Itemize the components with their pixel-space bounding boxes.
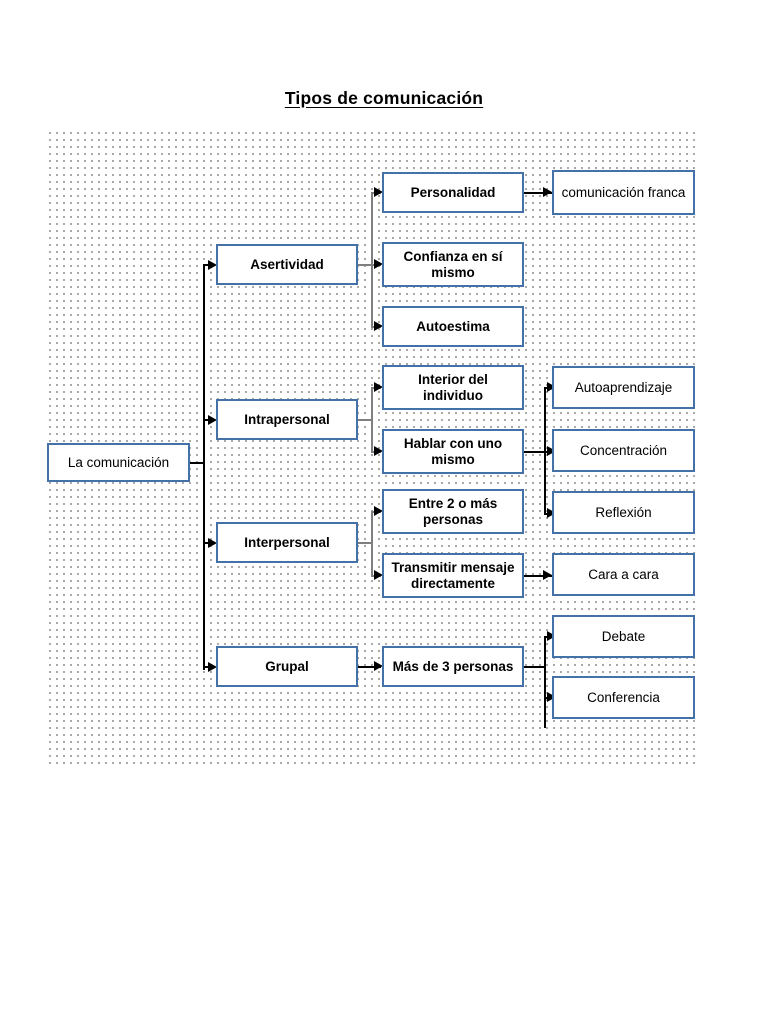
connector-grupal-to-masde3: [358, 666, 381, 668]
node-transmitir-mensaje-directamente[interactable]: Transmitir mensaje directamente: [382, 553, 524, 598]
node-entre-2-o-mas-personas[interactable]: Entre 2 o más personas: [382, 489, 524, 534]
arrow-to-interpersonal: [208, 538, 217, 548]
connector-trunk-level2: [203, 264, 205, 670]
connector-trunk-masde3: [544, 636, 546, 728]
node-confianza-en-si-mismo[interactable]: Confianza en sí mismo: [382, 242, 524, 287]
node-label: Autoestima: [416, 318, 490, 334]
node-autoestima[interactable]: Autoestima: [382, 306, 524, 347]
arrow-to-autoestima: [374, 321, 383, 331]
node-comunicacion-franca[interactable]: comunicación franca: [552, 170, 695, 215]
node-reflexion[interactable]: Reflexión: [552, 491, 695, 534]
connector-interpersonal-stub: [358, 542, 372, 544]
node-autoaprendizaje[interactable]: Autoaprendizaje: [552, 366, 695, 409]
node-label: Conferencia: [587, 689, 660, 705]
node-interpersonal[interactable]: Interpersonal: [216, 522, 358, 563]
connector-asertividad-stub: [358, 264, 372, 266]
node-label: Interpersonal: [244, 534, 330, 550]
node-personalidad[interactable]: Personalidad: [382, 172, 524, 213]
node-label: Intrapersonal: [244, 411, 330, 427]
node-label: Debate: [601, 628, 646, 644]
node-label: Transmitir mensaje directamente: [391, 559, 515, 591]
node-label: comunicación franca: [561, 184, 686, 200]
node-intrapersonal[interactable]: Intrapersonal: [216, 399, 358, 440]
connector-masde3-stub: [524, 666, 546, 668]
node-label: Interior del individuo: [418, 371, 488, 403]
node-label: Cara a cara: [588, 566, 659, 582]
node-la-comunicacion[interactable]: La comunicación: [47, 443, 190, 482]
arrow-to-franca: [543, 187, 552, 197]
arrow-to-confianza: [374, 259, 383, 269]
arrow-to-personalidad: [374, 187, 383, 197]
node-mas-de-3-personas[interactable]: Más de 3 personas: [382, 646, 524, 687]
arrow-to-debate: [547, 631, 556, 641]
connector-personalidad-to-franca: [524, 192, 552, 194]
node-grupal[interactable]: Grupal: [216, 646, 358, 687]
connector-transmitir-to-caraacara: [524, 575, 552, 577]
node-label: Hablar con uno mismo: [403, 435, 503, 467]
arrow-to-autoaprendizaje: [547, 382, 556, 392]
connector-intrapersonal-stub: [358, 419, 372, 421]
arrow-to-caraacara: [543, 570, 552, 580]
connector-trunk-asertividad: [371, 192, 373, 327]
node-interior-del-individuo[interactable]: Interior del individuo: [382, 365, 524, 410]
arrow-to-masde3: [374, 661, 383, 671]
node-label: Confianza en sí mismo: [403, 248, 503, 280]
node-label: Personalidad: [410, 184, 496, 200]
arrow-to-transmitir: [374, 570, 383, 580]
node-hablar-con-uno-mismo[interactable]: Hablar con uno mismo: [382, 429, 524, 474]
node-cara-a-cara[interactable]: Cara a cara: [552, 553, 695, 596]
arrow-to-grupal: [208, 662, 217, 672]
page-title-text: Tipos de comunicación: [284, 88, 484, 108]
connector-hablar-stub: [524, 451, 546, 453]
node-conferencia[interactable]: Conferencia: [552, 676, 695, 719]
arrow-to-hablar: [374, 446, 383, 456]
node-debate[interactable]: Debate: [552, 615, 695, 658]
arrow-to-concentracion: [547, 446, 556, 456]
connector-root-stub: [190, 462, 205, 464]
node-label: Concentración: [579, 442, 668, 458]
arrow-to-asertividad: [208, 260, 217, 270]
node-label: Reflexión: [595, 504, 652, 520]
node-label: Autoaprendizaje: [574, 379, 673, 395]
node-concentracion[interactable]: Concentración: [552, 429, 695, 472]
connector-trunk-intrapersonal: [371, 387, 373, 452]
node-asertividad[interactable]: Asertividad: [216, 244, 358, 285]
node-label: La comunicación: [67, 454, 170, 470]
page-title: Tipos de comunicación: [0, 88, 768, 109]
connector-trunk-interpersonal: [371, 511, 373, 576]
arrow-to-reflexion: [547, 508, 556, 518]
arrow-to-entre2: [374, 506, 383, 516]
arrow-to-conferencia: [547, 692, 556, 702]
arrow-to-intrapersonal: [208, 415, 217, 425]
arrow-to-interior: [374, 382, 383, 392]
node-label: Más de 3 personas: [392, 658, 514, 674]
node-label: Entre 2 o más personas: [408, 495, 498, 527]
diagram-canvas: La comunicación Asertividad Intrapersona…: [47, 130, 695, 767]
node-label: Grupal: [265, 658, 309, 674]
node-label: Asertividad: [250, 256, 324, 272]
